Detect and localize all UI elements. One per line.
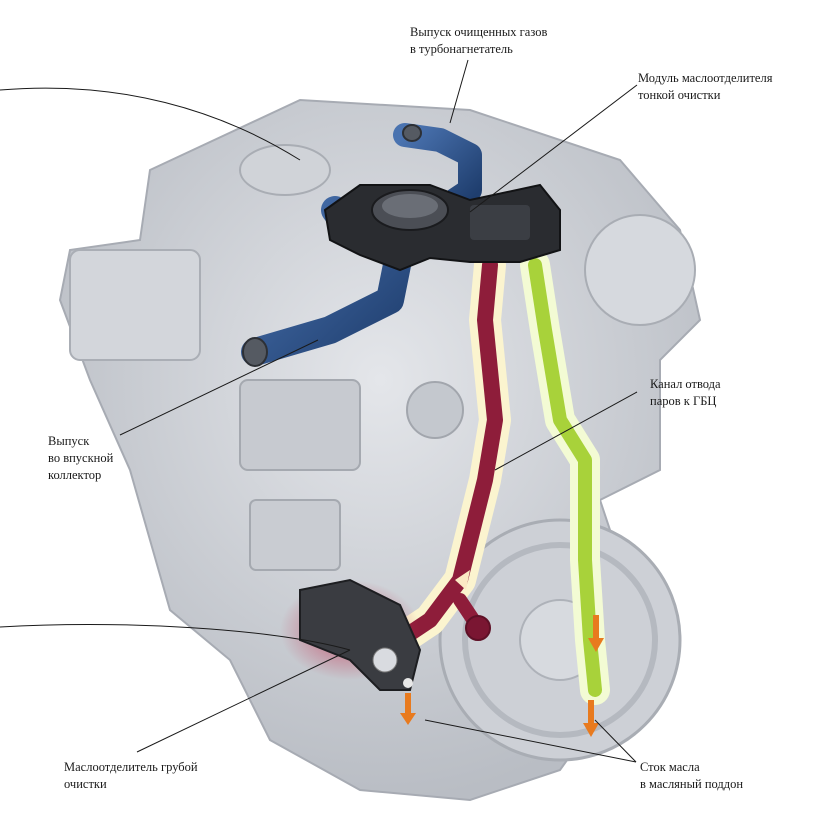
label-line: в турбонагнетатель	[410, 42, 513, 56]
pulley	[584, 214, 696, 326]
head-vapor-channel	[384, 249, 511, 656]
label-head-channel: Канал отвода паров к ГБЦ	[650, 376, 721, 410]
oil-cap	[239, 144, 331, 196]
leader-lines	[0, 59, 638, 763]
label-line: во впускной	[48, 451, 114, 465]
coarse-separator-housing	[280, 578, 422, 691]
intake-manifold	[69, 249, 201, 361]
label-line: Сток масла	[640, 760, 700, 774]
label-line: коллектор	[48, 468, 102, 482]
label-line: Выпуск	[48, 434, 90, 448]
label-line: очистки	[64, 777, 107, 791]
fine-separator-module	[323, 183, 561, 272]
label-line: тонкой очистки	[638, 88, 721, 102]
label-line: паров к ГБЦ	[650, 394, 717, 408]
label-turbo-outlet: Выпуск очищенных газов в турбонагнетател…	[410, 24, 547, 58]
label-line: Модуль маслоотделителя	[638, 71, 773, 85]
label-line: в масляный поддон	[640, 777, 744, 791]
label-coarse-separator: Маслоотделитель грубой очистки	[64, 759, 198, 793]
label-line: Выпуск очищенных газов	[410, 25, 548, 39]
label-line: Канал отвода	[650, 377, 721, 391]
label-oil-drain: Сток масла в масляный поддон	[640, 759, 743, 793]
label-intake-outlet: Выпуск во впускной коллектор	[48, 433, 113, 484]
label-line: Маслоотделитель грубой	[64, 760, 198, 774]
label-fine-separator: Модуль маслоотделителя тонкой очистки	[638, 70, 772, 104]
flow-arrows	[400, 570, 604, 737]
